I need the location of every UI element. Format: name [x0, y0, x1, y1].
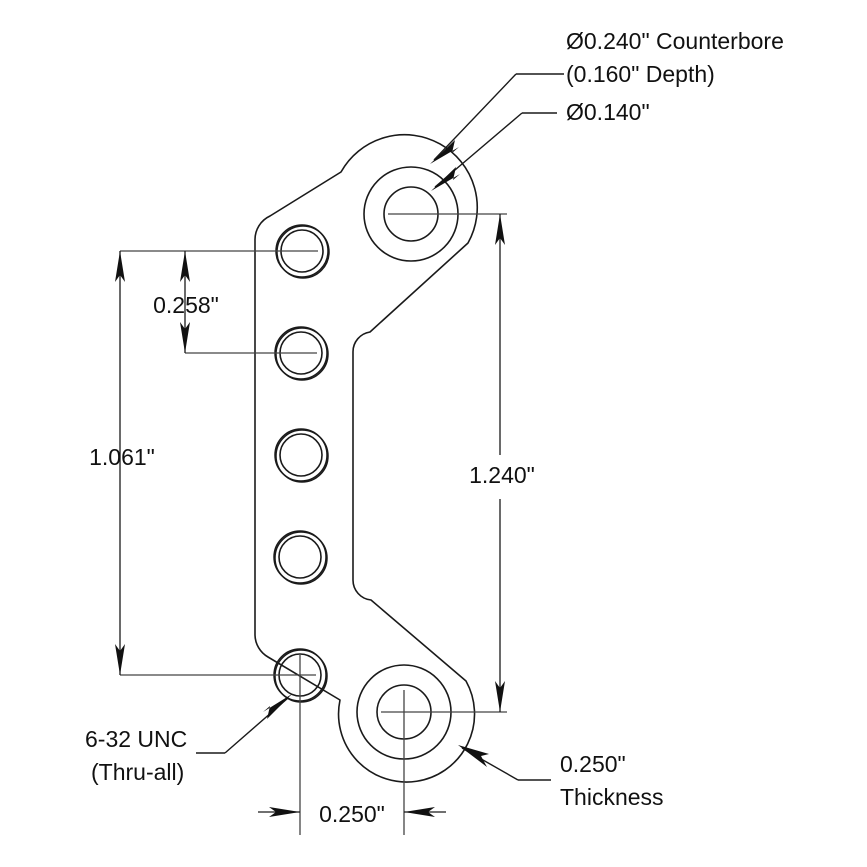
leader-thread-note	[196, 694, 292, 754]
leader-counterbore-note	[430, 73, 564, 164]
dim-arrow-0258-bottom	[180, 322, 190, 353]
thread-major-circle-3b	[275, 429, 329, 483]
threaded-hole-3	[274, 428, 329, 483]
dim-arrow-1240-bottom	[495, 681, 505, 712]
leader-arrow-through-hole	[431, 167, 460, 191]
dimension-lobe-center-span: 1.240"	[448, 214, 558, 712]
dimension-hole-to-lobe-offset: 0.250"	[258, 801, 446, 827]
note-thread-line1: 6-32 UNC	[85, 726, 187, 752]
note-counterbore-line2: (0.160" Depth)	[566, 61, 715, 87]
bottom-lobe-hole-group	[356, 664, 507, 835]
threaded-hole-4	[273, 530, 328, 585]
thread-minor-circle-3	[279, 433, 323, 477]
note-thread-line2: (Thru-all)	[91, 759, 184, 785]
leader-slant-counterbore	[433, 73, 517, 161]
dim-label-0250-offset: 0.250"	[319, 801, 385, 827]
leader-arrow-thread	[263, 694, 292, 719]
dim-arrow-0250-left	[269, 807, 300, 817]
dim-label-1240-mask	[448, 455, 558, 499]
note-counterbore-line1: Ø0.240" Counterbore	[566, 28, 784, 54]
note-thickness-line2: Thickness	[560, 784, 664, 810]
thread-major-circle-5b	[274, 649, 328, 703]
dim-arrow-1061-bottom	[115, 644, 125, 675]
leader-thickness-note	[458, 745, 551, 781]
thread-major-circle-1b	[276, 225, 330, 279]
dim-label-0258: 0.258"	[153, 292, 219, 318]
dim-label-1061: 1.061"	[89, 444, 155, 470]
leader-through-hole-note	[431, 112, 557, 191]
threaded-hole-5	[120, 648, 328, 835]
leader-arrow-counterbore	[430, 140, 459, 164]
thread-major-circle-4b	[274, 531, 328, 585]
leader-arrow-thickness	[458, 745, 489, 767]
thread-minor-circle-4	[278, 535, 322, 579]
note-thickness-line1: 0.250"	[560, 751, 626, 777]
thread-major-circle-4	[273, 530, 327, 584]
dim-arrow-0258-top	[180, 251, 190, 282]
threaded-holes-group	[120, 224, 330, 835]
dim-arrow-0250-right	[404, 807, 435, 817]
dimension-hole-pitch: 0.258"	[153, 251, 219, 353]
part-body-outline	[254, 133, 479, 783]
part-outline-group	[254, 133, 479, 783]
dim-label-1240: 1.240"	[469, 462, 535, 488]
threaded-hole-2	[185, 326, 329, 381]
dimension-overall-hole-span: 1.061"	[89, 251, 155, 675]
thread-major-circle-2b	[275, 327, 329, 381]
dim-arrow-1240-top	[495, 214, 505, 245]
thread-major-circle-3	[274, 428, 328, 482]
top-lobe-hole-group	[363, 166, 507, 262]
threaded-hole-1	[120, 224, 330, 279]
dim-arrow-1061-top	[115, 251, 125, 282]
note-through-hole-line1: Ø0.140"	[566, 99, 650, 125]
